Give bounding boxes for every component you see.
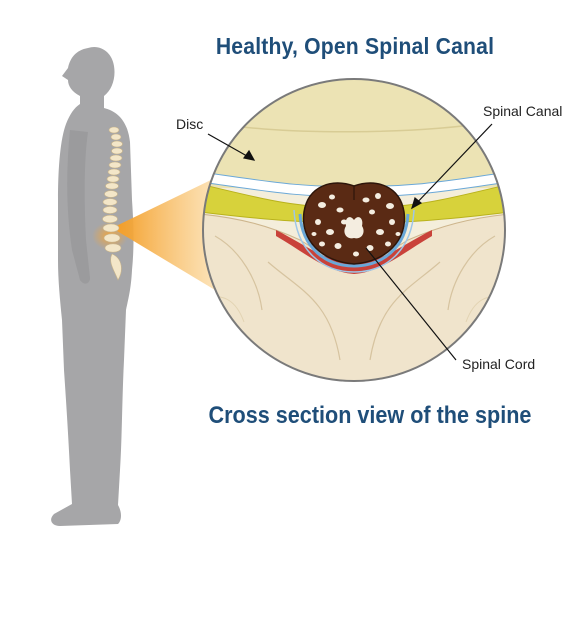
spinal-cord — [302, 182, 406, 265]
label-spinal-canal: Spinal Canal — [483, 103, 563, 119]
pointer-lines — [207, 123, 493, 361]
cross-section-circle — [202, 78, 506, 382]
label-spinal-cord: Spinal Cord — [462, 356, 536, 372]
spotlight-beam — [112, 178, 215, 290]
diagram-caption: Cross section view of the spine — [208, 402, 532, 429]
cord-pointer — [365, 247, 457, 361]
ligament-band — [203, 183, 505, 223]
human-silhouette — [51, 46, 134, 526]
label-disc: Disc — [176, 116, 204, 132]
diagram-title: Healthy, Open Spinal Canal — [215, 33, 495, 59]
spine-icon — [102, 126, 123, 281]
dura-sac — [298, 213, 410, 268]
disc-region — [203, 79, 505, 188]
canal-pointer — [411, 123, 493, 209]
